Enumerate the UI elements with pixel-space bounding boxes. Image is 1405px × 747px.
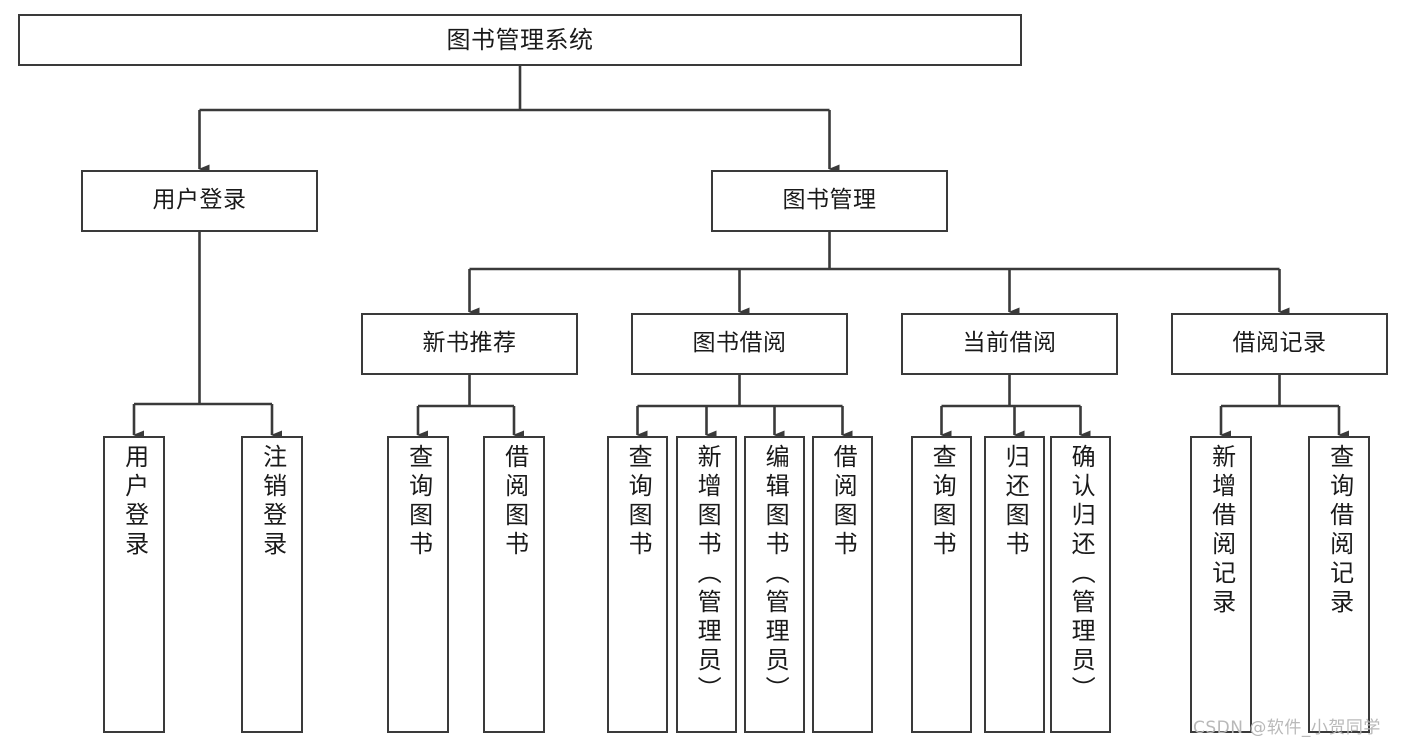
node-root-label: 图书管理系统	[446, 25, 594, 54]
node-leaf-query-book-2[interactable]: 查询图书	[607, 436, 668, 733]
node-leaf-user-login[interactable]: 用户登录	[103, 436, 165, 733]
node-book-borrow[interactable]: 图书借阅	[631, 313, 848, 375]
node-new-book-recommend-label: 新书推荐	[422, 330, 517, 357]
node-leaf-add-book[interactable]: 新增图书（管理员）	[676, 436, 737, 733]
node-leaf-return-book[interactable]: 归还图书	[984, 436, 1045, 733]
node-leaf-add-book-label: 新增图书（管理员）	[693, 444, 722, 705]
node-current-borrow[interactable]: 当前借阅	[901, 313, 1118, 375]
node-leaf-query-book-2-label: 查询图书	[624, 444, 653, 560]
node-leaf-edit-book[interactable]: 编辑图书（管理员）	[744, 436, 805, 733]
node-user-login[interactable]: 用户登录	[81, 170, 318, 232]
node-book-manage-label: 图书管理	[782, 187, 877, 214]
node-leaf-query-book-1-label: 查询图书	[404, 444, 433, 560]
node-user-login-label: 用户登录	[152, 187, 247, 214]
node-leaf-add-record-label: 新增借阅记录	[1207, 444, 1236, 618]
node-borrow-record[interactable]: 借阅记录	[1171, 313, 1388, 375]
node-leaf-borrow-book-2-label: 借阅图书	[829, 444, 858, 560]
node-leaf-user-login-label: 用户登录	[120, 444, 149, 560]
node-leaf-confirm-return-label: 确认归还（管理员）	[1067, 444, 1096, 705]
node-leaf-borrow-book-1[interactable]: 借阅图书	[483, 436, 545, 733]
node-leaf-logout-label: 注销登录	[258, 444, 287, 560]
node-leaf-return-book-label: 归还图书	[1001, 444, 1030, 560]
node-leaf-add-record[interactable]: 新增借阅记录	[1190, 436, 1252, 733]
node-root[interactable]: 图书管理系统	[18, 14, 1022, 66]
node-leaf-query-record-label: 查询借阅记录	[1325, 444, 1354, 618]
node-leaf-query-book-1[interactable]: 查询图书	[387, 436, 449, 733]
node-leaf-logout[interactable]: 注销登录	[241, 436, 303, 733]
node-book-manage[interactable]: 图书管理	[711, 170, 948, 232]
node-leaf-edit-book-label: 编辑图书（管理员）	[761, 444, 790, 705]
node-book-borrow-label: 图书借阅	[692, 330, 787, 357]
node-leaf-query-record[interactable]: 查询借阅记录	[1308, 436, 1370, 733]
node-current-borrow-label: 当前借阅	[962, 330, 1057, 357]
node-leaf-query-book-3-label: 查询图书	[928, 444, 957, 560]
node-borrow-record-label: 借阅记录	[1232, 330, 1327, 357]
node-leaf-borrow-book-1-label: 借阅图书	[500, 444, 529, 560]
node-new-book-recommend[interactable]: 新书推荐	[361, 313, 578, 375]
node-leaf-confirm-return[interactable]: 确认归还（管理员）	[1050, 436, 1111, 733]
node-leaf-borrow-book-2[interactable]: 借阅图书	[812, 436, 873, 733]
node-leaf-query-book-3[interactable]: 查询图书	[911, 436, 972, 733]
